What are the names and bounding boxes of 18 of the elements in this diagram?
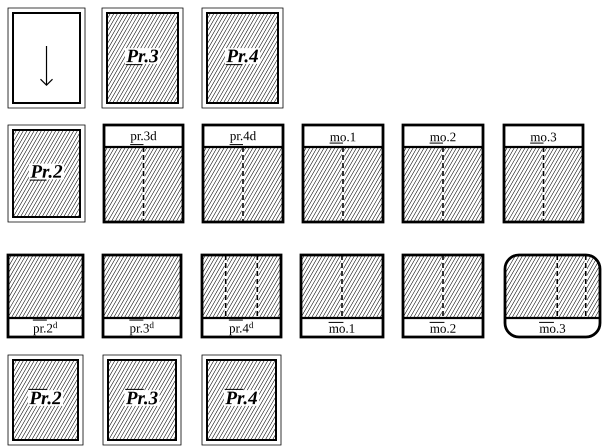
- tooth-box: Pr.3: [102, 354, 182, 446]
- tooth-box: pr.3d: [102, 124, 184, 224]
- box: [8, 8, 86, 108]
- tooth-box: pr.4d: [202, 124, 284, 224]
- tooth-box: Pr.2: [8, 124, 86, 222]
- tooth-box: mo.1: [300, 254, 384, 338]
- tooth-box: Pr.4: [202, 8, 284, 108]
- tooth-box: mo.2: [402, 254, 484, 338]
- tooth-box: pr.3$^{d}$: [102, 254, 182, 338]
- tooth-box: mo.2: [402, 124, 484, 224]
- tooth-box: pr.2$^{d}$: [6, 254, 84, 338]
- tooth-box: mo.3: [502, 124, 584, 224]
- tooth-box: mo.3: [504, 254, 602, 338]
- tooth-box: pr.4$^{d}$: [200, 254, 282, 338]
- tooth-box: Pr.4: [202, 354, 282, 446]
- tooth-box: mo.1: [302, 124, 384, 224]
- tooth-box: Pr.2: [8, 354, 84, 446]
- tooth-box: Pr.3: [102, 8, 184, 108]
